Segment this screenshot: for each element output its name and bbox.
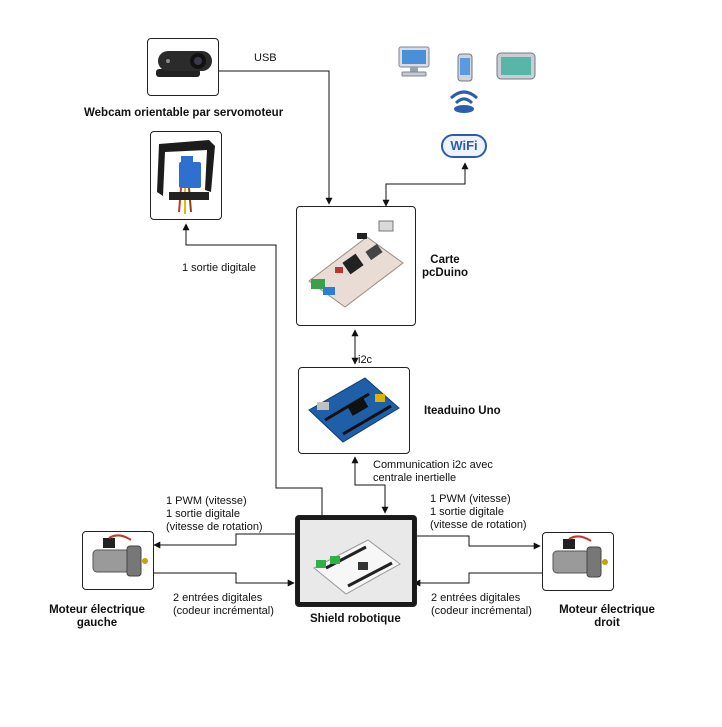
right-encoder-connection: [413, 572, 542, 587]
pcduino-box: [296, 206, 416, 326]
inertial-label-line1: Communication i2c avec: [373, 459, 493, 471]
inertial-label-line2: centrale inertielle: [373, 472, 457, 484]
smartphone-icon: [457, 53, 473, 82]
pcduino-label-line2: pcDuino: [422, 267, 468, 279]
left-encoder-line1: 2 entrées digitales: [173, 592, 263, 604]
motor-left-label-line1: Moteur électrique: [49, 604, 145, 616]
iteaduino-board-icon: [308, 377, 400, 443]
servo-output-label: 1 sortie digitale: [182, 262, 256, 274]
webcam-icon: [156, 51, 212, 77]
motor-right-icon: [552, 535, 608, 578]
pcduino-label-line1: Carte: [430, 254, 460, 266]
motor-left-label-line2: gauche: [76, 617, 118, 629]
pcduino-board-icon: [308, 220, 404, 308]
left-pwm-label: 1 PWM (vitesse) 1 sortie digitale (vites…: [166, 495, 263, 534]
tablet-icon: [496, 52, 536, 80]
motor-left-icon: [92, 534, 148, 577]
right-pwm-label: 1 PWM (vitesse) 1 sortie digitale (vites…: [430, 493, 527, 532]
motor-left-box: [82, 531, 154, 590]
iteaduino-box: [298, 367, 410, 454]
motor-right-label-line2: droit: [594, 617, 620, 629]
right-pwm-line2: 1 sortie digitale: [430, 506, 504, 518]
servo-connection: [182, 223, 323, 516]
motor-right-box: [542, 532, 614, 591]
left-encoder-line2: (codeur incrémental): [173, 605, 274, 617]
webcam-box: [147, 38, 219, 96]
i2c-label: i2c: [358, 354, 373, 366]
left-pwm-line1: 1 PWM (vitesse): [166, 495, 247, 507]
left-encoder-label: 2 entrées digitales (codeur incrémental): [173, 592, 274, 618]
left-pwm-line3: (vitesse de rotation): [166, 521, 263, 533]
usb-connection: [218, 70, 333, 205]
wifi-connection: [382, 162, 469, 207]
shield-board-icon: [313, 539, 401, 595]
pcduino-label: Carte pcDuino: [420, 254, 470, 280]
usb-label: USB: [254, 52, 277, 64]
left-encoder-connection: [154, 572, 295, 587]
right-pwm-line3: (vitesse de rotation): [430, 519, 527, 531]
inertial-connection: [351, 456, 389, 514]
right-pwm-line1: 1 PWM (vitesse): [430, 493, 511, 505]
motor-right-label: Moteur électrique droit: [552, 604, 662, 630]
right-encoder-line1: 2 entrées digitales: [431, 592, 521, 604]
wifi-logo-text: WiFi: [450, 138, 478, 153]
inertial-label: Communication i2c avec centrale inertiel…: [373, 459, 493, 485]
servo-box: [150, 131, 222, 220]
webcam-label: Webcam orientable par servomoteur: [84, 107, 284, 119]
shield-box: [295, 515, 417, 607]
wireless-signal-icon: [449, 90, 479, 113]
left-pwm-connection: [153, 533, 295, 549]
right-encoder-label: 2 entrées digitales (codeur incrémental): [431, 592, 532, 618]
iteaduino-label: Iteaduino Uno: [424, 405, 501, 417]
desktop-computer-icon: [398, 46, 430, 77]
motor-left-label: Moteur électrique gauche: [42, 604, 152, 630]
right-encoder-line2: (codeur incrémental): [431, 605, 532, 617]
motor-right-label-line1: Moteur électrique: [559, 604, 655, 616]
left-pwm-line2: 1 sortie digitale: [166, 508, 240, 520]
right-pwm-connection: [417, 535, 541, 550]
wifi-logo-icon: WiFi: [441, 134, 487, 158]
shield-label: Shield robotique: [310, 613, 401, 625]
servo-bracket-icon: [157, 140, 215, 214]
